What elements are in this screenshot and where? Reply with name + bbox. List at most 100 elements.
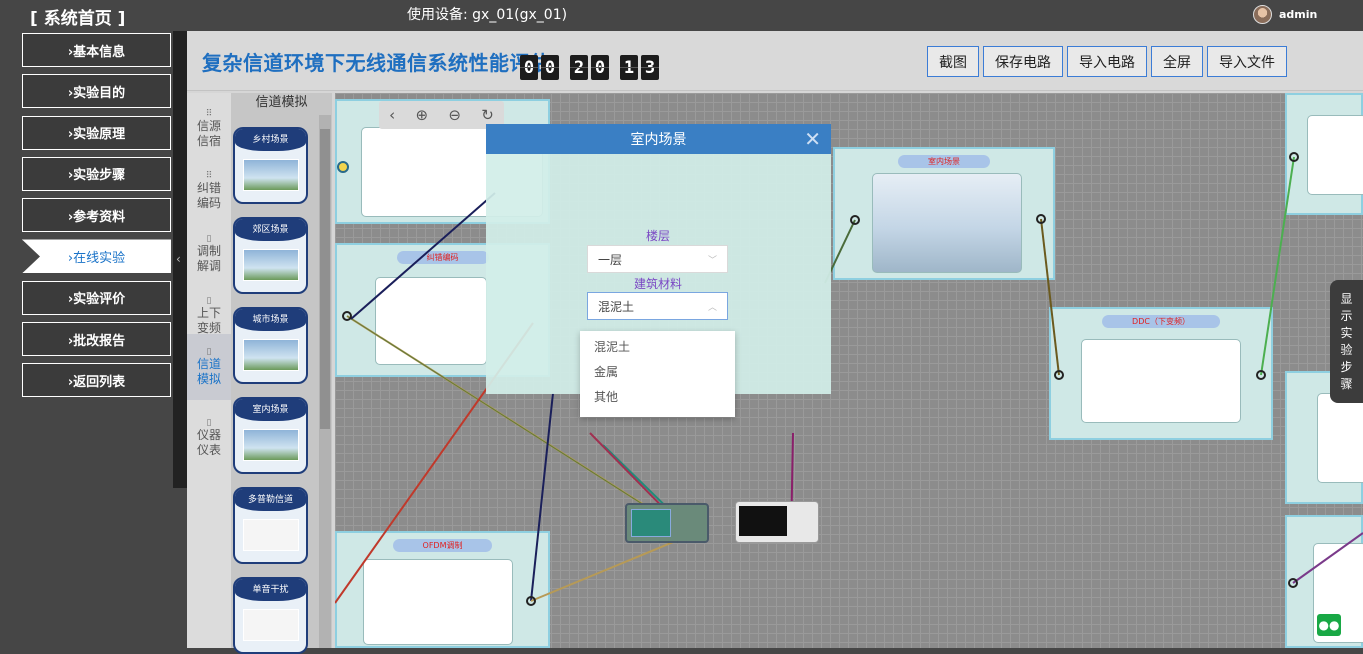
import-circuit-button[interactable]: 导入电路 [1067,46,1147,77]
refresh-icon[interactable]: ↻ [481,106,494,124]
port[interactable] [1054,370,1064,380]
fullscreen-button[interactable]: 全屏 [1151,46,1203,77]
box-icon: ▯ [206,418,212,428]
wire[interactable] [530,532,696,602]
palette-title: 信道模拟 [255,95,308,110]
nav-item-references[interactable]: ›参考资料 [22,198,171,233]
palette-card-indoor[interactable]: 室内场景 [233,397,308,474]
nav-item-purpose[interactable]: ›实验目的 [22,74,171,109]
username: admin [1279,8,1318,21]
wechat-icon[interactable]: ●● [1317,614,1341,636]
port[interactable] [1256,370,1266,380]
port[interactable] [337,161,349,173]
circuit-block-right-top[interactable] [1285,93,1363,215]
option-metal[interactable]: 金属 [594,365,619,379]
avatar [1253,5,1272,24]
scene-thumbnail [242,429,299,461]
wire[interactable] [346,315,692,536]
tab-error-coding[interactable]: ⠿ 纠错 编码 [196,171,221,210]
box-icon: ▯ [206,296,212,306]
grid-icon: ⠿ [205,109,213,119]
block-diagram [363,559,513,645]
import-file-button[interactable]: 导入文件 [1207,46,1287,77]
indoor-scene-image [872,173,1022,273]
block-title: 室内场景 [898,155,990,168]
block-diagram [1317,393,1363,483]
palette-card-rural[interactable]: 乡村场景 [233,127,308,204]
wire[interactable] [1292,532,1363,584]
canvas-zoom-controls: ‹ ⊕ ⊖ ↻ [379,101,504,129]
palette-card-urban[interactable]: 城市场景 [233,307,308,384]
scene-thumbnail [242,609,299,641]
nav-item-online-experiment[interactable]: ›在线实验 [22,239,171,274]
wire[interactable] [1260,156,1295,376]
oscilloscope-icon[interactable] [625,503,709,543]
wire[interactable] [350,192,496,320]
port[interactable] [526,596,536,606]
nav-item-basic-info[interactable]: ›基本信息 [22,33,171,67]
user-menu[interactable]: admin [1253,5,1317,24]
timer-digit: 2 [570,55,588,80]
port[interactable] [1036,214,1046,224]
timer: 0 0 2 0 1 3 [520,55,659,80]
circuit-block-indoor[interactable]: 室内场景 [833,147,1055,280]
nav-item-evaluation[interactable]: ›实验评价 [22,280,171,315]
chevron-up-icon: ︿ [707,302,717,313]
scrollbar-thumb[interactable] [320,129,330,429]
nav-item-principle[interactable]: ›实验原理 [22,115,171,150]
circuit-block-ddc[interactable]: DDC（下变频） [1049,307,1273,440]
nav-item-back-to-list[interactable]: ›返回列表 [22,363,171,398]
screenshot-button[interactable]: 截图 [927,46,979,77]
tab-source-sink[interactable]: ⠿ 信源 信宿 [196,109,221,148]
block-diagram [1081,339,1241,423]
zoom-in-icon[interactable]: ⊕ [415,106,429,124]
dialog-header: 室内场景 ✕ [486,124,831,154]
spectrum-analyzer-icon[interactable] [735,501,819,543]
floor-select[interactable]: 一层 ﹀ [587,245,728,273]
port[interactable] [1288,578,1298,588]
block-diagram [1307,115,1363,195]
scene-thumbnail [242,519,299,551]
back-icon[interactable]: ‹ [389,106,396,124]
system-home-title[interactable]: [ 系统首页 ] [30,9,126,29]
nav-collapse-bar[interactable] [173,31,187,488]
experiment-title: 复杂信道环境下无线通信系统性能评估 [202,51,551,75]
toolbar: 截图 保存电路 导入电路 全屏 导入文件 [927,46,1287,77]
palette-card-single-tone[interactable]: 单音干扰 [233,577,308,654]
nav-item-steps[interactable]: ›实验步骤 [22,156,171,191]
circuit-block-ofdm[interactable]: OFDM调制 [335,531,550,648]
scene-thumbnail [242,159,299,191]
port[interactable] [1289,152,1299,162]
tab-frequency-conversion[interactable]: ▯ 上下 变频 [196,296,221,335]
save-circuit-button[interactable]: 保存电路 [983,46,1063,77]
scene-thumbnail [242,249,299,281]
material-select[interactable]: 混泥土 ︿ [587,292,728,320]
port[interactable] [850,215,860,225]
tab-channel-simulation[interactable]: ▯ 信道 模拟 [187,334,231,400]
palette-card-doppler[interactable]: 多普勒信道 [233,487,308,564]
box-icon: ▯ [206,347,212,357]
timer-digit: 1 [620,55,638,80]
show-steps-tab[interactable]: 显 示 实 验 步 骤 [1330,280,1363,403]
top-bar: [ 系统首页 ] 使用设备: gx_01(gx_01) admin [0,0,1363,30]
timer-digit: 0 [520,55,538,80]
tab-modulation[interactable]: ▯ 调制 解调 [196,234,221,273]
palette-card-suburban[interactable]: 郊区场景 [233,217,308,294]
port[interactable] [342,311,352,321]
option-concrete[interactable]: 混泥土 [594,340,631,354]
wire[interactable] [530,392,554,602]
option-other[interactable]: 其他 [594,390,619,404]
chevron-left-icon[interactable]: ‹ [176,252,181,266]
material-dropdown: 混泥土 金属 其他 [580,331,735,417]
zoom-out-icon[interactable]: ⊖ [448,106,461,124]
close-icon[interactable]: ✕ [804,127,821,151]
category-tabs: ⠿ 信源 信宿 ⠿ 纠错 编码 ▯ 调制 解调 ▯ 上下 变频 ▯ 信道 模拟 … [187,93,231,648]
timer-digit: 0 [591,55,609,80]
block-title: DDC（下变频） [1102,315,1220,328]
device-label: 使用设备: gx_01(gx_01) [407,7,568,23]
wire[interactable] [1040,218,1060,376]
palette-scrollbar[interactable] [319,115,331,648]
block-title: 纠错编码 [396,251,489,264]
nav-item-grade-report[interactable]: ›批改报告 [22,322,171,357]
tab-instruments[interactable]: ▯ 仪器 仪表 [196,418,221,457]
